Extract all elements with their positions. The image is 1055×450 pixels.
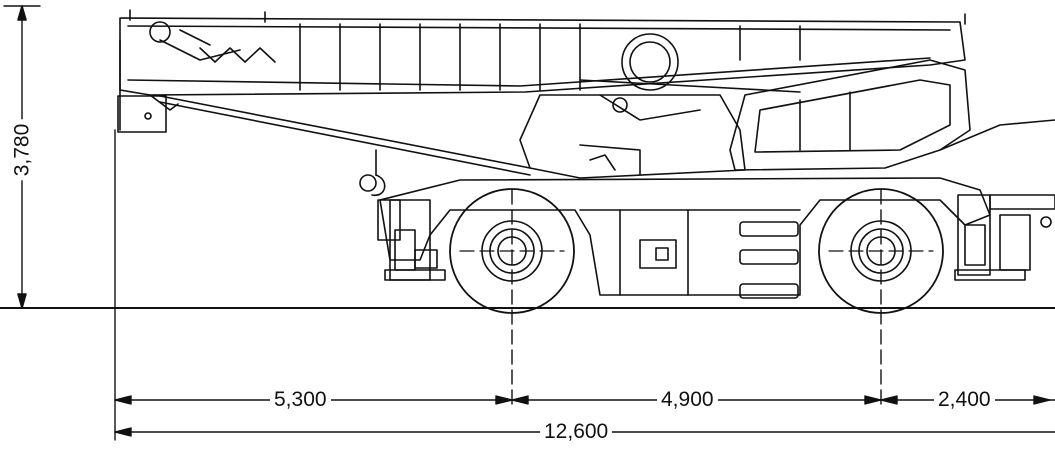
- wheelbase-label: 4,900: [657, 388, 718, 412]
- front-outrigger: [377, 199, 446, 281]
- front-overhang-label: 5,300: [270, 388, 331, 412]
- rear-overhang-label: 2,400: [934, 388, 995, 412]
- hook-block: [359, 149, 386, 197]
- boom-ram: [154, 79, 801, 176]
- rear-wheel: [818, 188, 944, 314]
- extension-lines: [114, 129, 882, 441]
- carrier-chassis: [379, 177, 991, 299]
- overall-length-label: 12,600: [540, 420, 613, 444]
- rear-outrigger: [939, 119, 1055, 281]
- height-dimension-label: 3,780: [10, 119, 35, 181]
- superstructure: [519, 94, 746, 179]
- boom: [117, 9, 966, 133]
- front-wheel: [449, 188, 575, 314]
- dimension-row-1: [114, 395, 1055, 405]
